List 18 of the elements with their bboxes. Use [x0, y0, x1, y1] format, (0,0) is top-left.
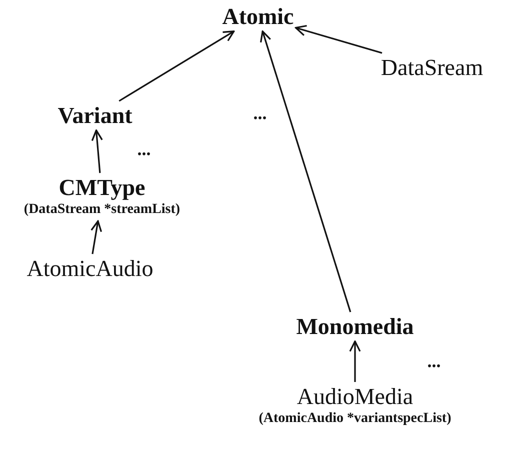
ellipsis: ... [253, 104, 267, 122]
arrow [118, 30, 235, 102]
ellipsis: ... [427, 352, 441, 370]
class-name: AudioMedia [296, 384, 414, 410]
member-declaration: (DataStream *streamList) [24, 202, 180, 220]
arrow [90, 220, 102, 254]
class-name: Atomic [222, 4, 294, 30]
ellipsis: ... [137, 140, 151, 158]
member-declaration: (AtomicAudio *variantspecList) [258, 411, 452, 428]
class-name: AtomicAudio [26, 256, 154, 282]
class-name: Variant [58, 103, 132, 128]
arrow [91, 130, 103, 174]
arrow [294, 24, 382, 54]
class-name: CMType [58, 175, 146, 200]
class-name: Monomedia [296, 314, 414, 340]
arrow [349, 340, 361, 382]
arrow [260, 30, 352, 312]
class-name: DataSream [380, 55, 484, 80]
